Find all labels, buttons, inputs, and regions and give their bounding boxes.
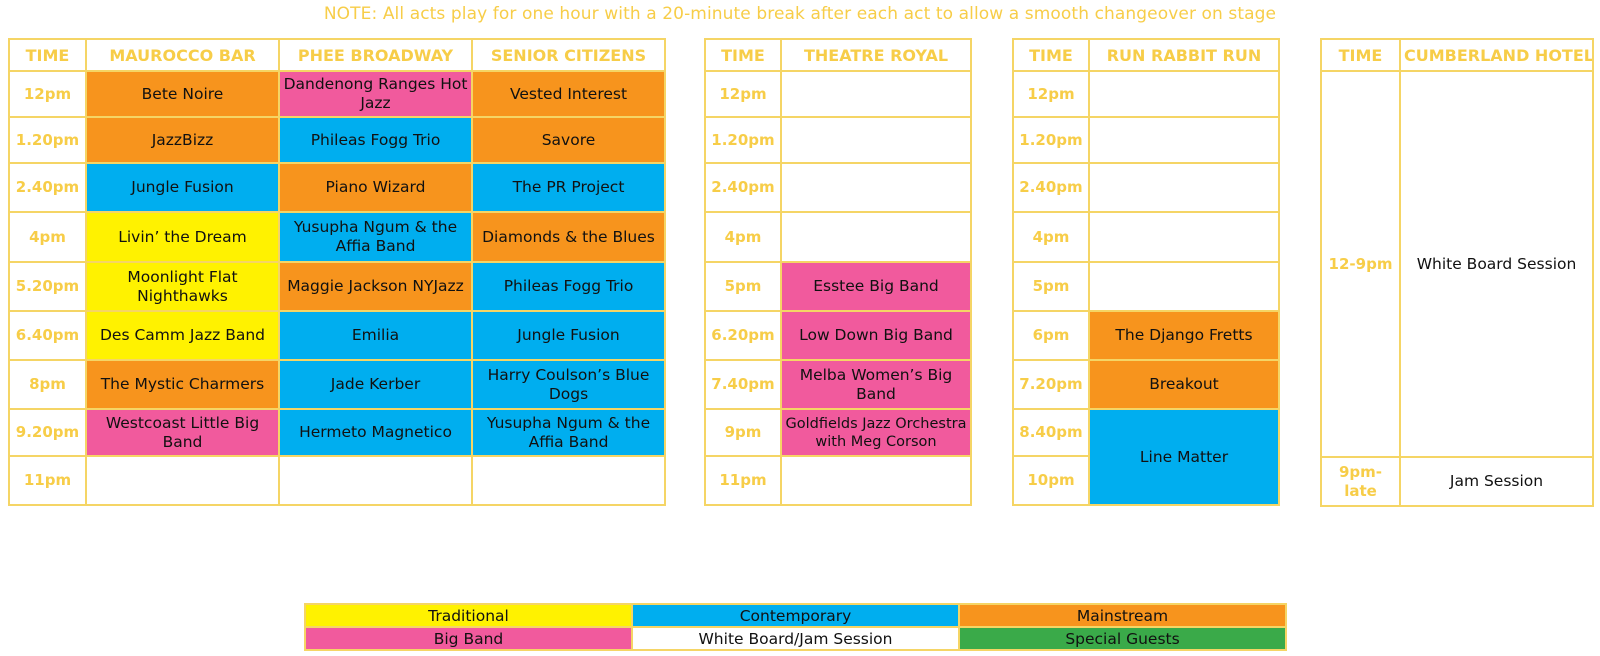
time-slot: 5.20pm <box>8 261 87 312</box>
act-cell: Diamonds & the Blues <box>471 211 666 263</box>
act-cell: The Mystic Charmers <box>85 359 280 410</box>
legend-white-board-jam-session: White Board/Jam Session <box>631 626 960 651</box>
time-slot: 6pm <box>1012 310 1090 361</box>
header-time: TIME <box>8 38 87 72</box>
time-slot: 9.20pm <box>8 408 87 457</box>
time-slot: 2.40pm <box>8 162 87 213</box>
act-cell-empty <box>278 455 473 506</box>
act-cell-empty <box>780 162 972 213</box>
time-slot: 5pm <box>1012 261 1090 312</box>
genre-legend: Traditional Contemporary Mainstream Big … <box>304 603 1287 651</box>
legend-traditional: Traditional <box>304 603 633 628</box>
act-cell: Line Matter <box>1088 408 1280 506</box>
act-cell: Moonlight Flat Nighthawks <box>85 261 280 312</box>
schedule-table-run-rabbit-run: TIME RUN RABBIT RUN 12pm 1.20pm 2.40pm 4… <box>1012 38 1280 506</box>
header-run-rabbit-run: RUN RABBIT RUN <box>1088 38 1280 72</box>
act-cell: Jam Session <box>1399 456 1594 507</box>
act-cell-empty <box>780 455 972 506</box>
legend-special-guests: Special Guests <box>958 626 1287 651</box>
time-slot: 7.40pm <box>704 359 782 410</box>
time-slot: 8pm <box>8 359 87 410</box>
header-cumberland-hotel: CUMBERLAND HOTEL <box>1399 38 1594 72</box>
act-cell: Low Down Big Band <box>780 310 972 361</box>
time-slot: 4pm <box>704 211 782 263</box>
act-cell: The Django Fretts <box>1088 310 1280 361</box>
time-slot: 1.20pm <box>8 116 87 164</box>
act-cell: Savore <box>471 116 666 164</box>
time-slot: 6.20pm <box>704 310 782 361</box>
act-cell: Emilia <box>278 310 473 361</box>
act-cell: Phileas Fogg Trio <box>471 261 666 312</box>
act-cell: The PR Project <box>471 162 666 213</box>
act-cell: Yusupha Ngum & the Affia Band <box>471 408 666 457</box>
act-cell-empty <box>780 116 972 164</box>
time-slot: 8.40pm <box>1012 408 1090 457</box>
act-cell-empty <box>1088 211 1280 263</box>
schedule-table-main-venues: TIME MAUROCCO BAR PHEE BROADWAY SENIOR C… <box>8 38 666 506</box>
time-slot: 4pm <box>8 211 87 263</box>
legend-big-band: Big Band <box>304 626 633 651</box>
act-cell: Goldfields Jazz Orchestra with Meg Corso… <box>780 408 972 457</box>
act-cell: Phileas Fogg Trio <box>278 116 473 164</box>
act-cell: Breakout <box>1088 359 1280 410</box>
time-slot: 12pm <box>8 70 87 118</box>
act-cell: Hermeto Magnetico <box>278 408 473 457</box>
header-theatre-royal: THEATRE ROYAL <box>780 38 972 72</box>
act-cell: Yusupha Ngum & the Affia Band <box>278 211 473 263</box>
time-slot: 9pm-late <box>1320 456 1401 507</box>
act-cell-empty <box>1088 261 1280 312</box>
time-slot: 10pm <box>1012 455 1090 506</box>
time-slot: 11pm <box>704 455 782 506</box>
header-time: TIME <box>1320 38 1401 72</box>
act-cell: White Board Session <box>1399 70 1594 458</box>
act-cell-empty <box>780 211 972 263</box>
time-slot: 7.20pm <box>1012 359 1090 410</box>
act-cell: JazzBizz <box>85 116 280 164</box>
act-cell: Jungle Fusion <box>85 162 280 213</box>
act-cell: Melba Women’s Big Band <box>780 359 972 410</box>
header-time: TIME <box>704 38 782 72</box>
act-cell: Maggie Jackson NYJazz <box>278 261 473 312</box>
act-cell: Jungle Fusion <box>471 310 666 361</box>
header-senior-citizens: SENIOR CITIZENS <box>471 38 666 72</box>
time-slot: 2.40pm <box>1012 162 1090 213</box>
header-phee-broadway: PHEE BROADWAY <box>278 38 473 72</box>
act-cell: Westcoast Little Big Band <box>85 408 280 457</box>
time-slot: 12pm <box>1012 70 1090 118</box>
schedule-table-theatre-royal: TIME THEATRE ROYAL 12pm 1.20pm 2.40pm 4p… <box>704 38 972 506</box>
time-slot: 9pm <box>704 408 782 457</box>
act-cell: Vested Interest <box>471 70 666 118</box>
act-cell: Piano Wizard <box>278 162 473 213</box>
schedule-table-cumberland-hotel: TIME CUMBERLAND HOTEL 12-9pm White Board… <box>1320 38 1594 507</box>
act-cell: Harry Coulson’s Blue Dogs <box>471 359 666 410</box>
act-cell-empty <box>471 455 666 506</box>
time-slot: 1.20pm <box>1012 116 1090 164</box>
time-slot: 12pm <box>704 70 782 118</box>
header-time: TIME <box>1012 38 1090 72</box>
time-slot: 4pm <box>1012 211 1090 263</box>
time-slot: 6.40pm <box>8 310 87 361</box>
legend-mainstream: Mainstream <box>958 603 1287 628</box>
time-slot: 11pm <box>8 455 87 506</box>
schedule-note: NOTE: All acts play for one hour with a … <box>323 4 1277 24</box>
act-cell-empty <box>1088 116 1280 164</box>
time-slot: 2.40pm <box>704 162 782 213</box>
act-cell-empty <box>1088 162 1280 213</box>
act-cell-empty <box>1088 70 1280 118</box>
time-slot: 5pm <box>704 261 782 312</box>
legend-contemporary: Contemporary <box>631 603 960 628</box>
time-slot: 1.20pm <box>704 116 782 164</box>
act-cell: Dandenong Ranges Hot Jazz <box>278 70 473 118</box>
act-cell: Livin’ the Dream <box>85 211 280 263</box>
act-cell: Jade Kerber <box>278 359 473 410</box>
act-cell: Des Camm Jazz Band <box>85 310 280 361</box>
act-cell: Esstee Big Band <box>780 261 972 312</box>
header-maurocco-bar: MAUROCCO BAR <box>85 38 280 72</box>
act-cell: Bete Noire <box>85 70 280 118</box>
time-slot: 12-9pm <box>1320 70 1401 458</box>
act-cell-empty <box>85 455 280 506</box>
act-cell-empty <box>780 70 972 118</box>
